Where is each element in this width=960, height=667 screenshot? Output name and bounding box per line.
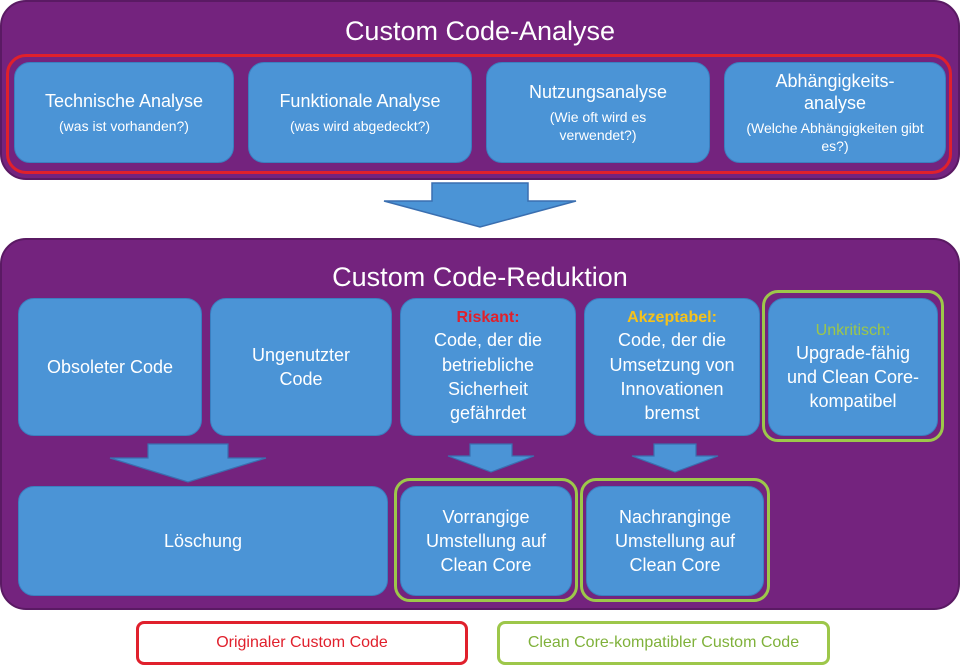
usage-analysis-box: Nutzungsanalyse (Wie oft wird es verwend… — [486, 62, 710, 163]
analysis-title: Custom Code-Analyse — [344, 16, 616, 46]
legend-label: Clean Core-kompatibler Custom Code — [527, 634, 800, 651]
box-title: Nachranginge Umstellung auf Clean Core — [614, 506, 736, 576]
priority-arrow — [447, 443, 535, 473]
box-subtitle: (was wird abgedeckt?) — [289, 117, 431, 134]
box-title: Upgrade-fähig und Clean Core-kompatibel — [786, 342, 920, 412]
acceptable-keyword: Akzeptabel: — [627, 309, 717, 327]
box-title: Funktionale Analyse — [279, 91, 441, 112]
box-subtitle: (Welche Abhängigkeiten gibt es?) — [746, 119, 924, 154]
dependency-analysis-box: Abhängigkeits-analyse (Welche Abhängigke… — [724, 62, 946, 163]
box-title: Ungenutzter Code — [251, 344, 351, 389]
box-title: Code, der die Umsetzung von Innovationen… — [609, 330, 735, 424]
box-title: Obsoleter Code — [46, 356, 174, 377]
box-title: Nutzungsanalyse — [528, 82, 668, 103]
box-title: Vorrangige Umstellung auf Clean Core — [425, 506, 547, 576]
deletion-arrow — [109, 443, 267, 483]
subordinate-migration-box: Nachranginge Umstellung auf Clean Core — [586, 486, 764, 596]
box-subtitle: (Wie oft wird es verwendet?) — [549, 108, 647, 143]
box-title: Abhängigkeits-analyse — [775, 70, 895, 114]
functional-analysis-box: Funktionale Analyse (was wird abgedeckt?… — [248, 62, 472, 163]
uncritical-green-frame — [762, 290, 944, 442]
legend-original-code: Originaler Custom Code — [136, 621, 468, 665]
technical-analysis-box: Technische Analyse (was ist vorhanden?) — [14, 62, 234, 163]
unused-code-box: Ungenutzter Code — [210, 298, 392, 436]
deletion-box: Löschung — [18, 486, 388, 596]
big-down-arrow — [383, 182, 577, 228]
subordinate-green-frame — [580, 478, 770, 602]
box-subtitle: (was ist vorhanden?) — [59, 117, 189, 134]
legend-label: Originaler Custom Code — [216, 634, 388, 651]
original-code-frame — [6, 54, 952, 174]
reduction-title: Custom Code-Reduktion — [332, 262, 628, 292]
priority-green-frame — [394, 478, 578, 602]
box-title: Code, der die betriebliche Sicherheit ge… — [433, 330, 543, 424]
uncritical-keyword: Unkritisch: — [815, 321, 891, 339]
acceptable-code-box: Akzeptabel: Code, der die Umsetzung von … — [584, 298, 760, 436]
risky-keyword: Riskant: — [456, 309, 520, 327]
box-title: Technische Analyse — [44, 91, 204, 112]
obsolete-code-box: Obsoleter Code — [18, 298, 202, 436]
risky-code-box: Riskant: Code, der die betriebliche Sich… — [400, 298, 576, 436]
subordinate-arrow — [631, 443, 719, 473]
priority-migration-box: Vorrangige Umstellung auf Clean Core — [400, 486, 572, 596]
uncritical-code-box: Unkritisch: Upgrade-fähig und Clean Core… — [768, 298, 938, 436]
legend-clean-core-code: Clean Core-kompatibler Custom Code — [497, 621, 830, 665]
box-title: Löschung — [163, 530, 243, 551]
